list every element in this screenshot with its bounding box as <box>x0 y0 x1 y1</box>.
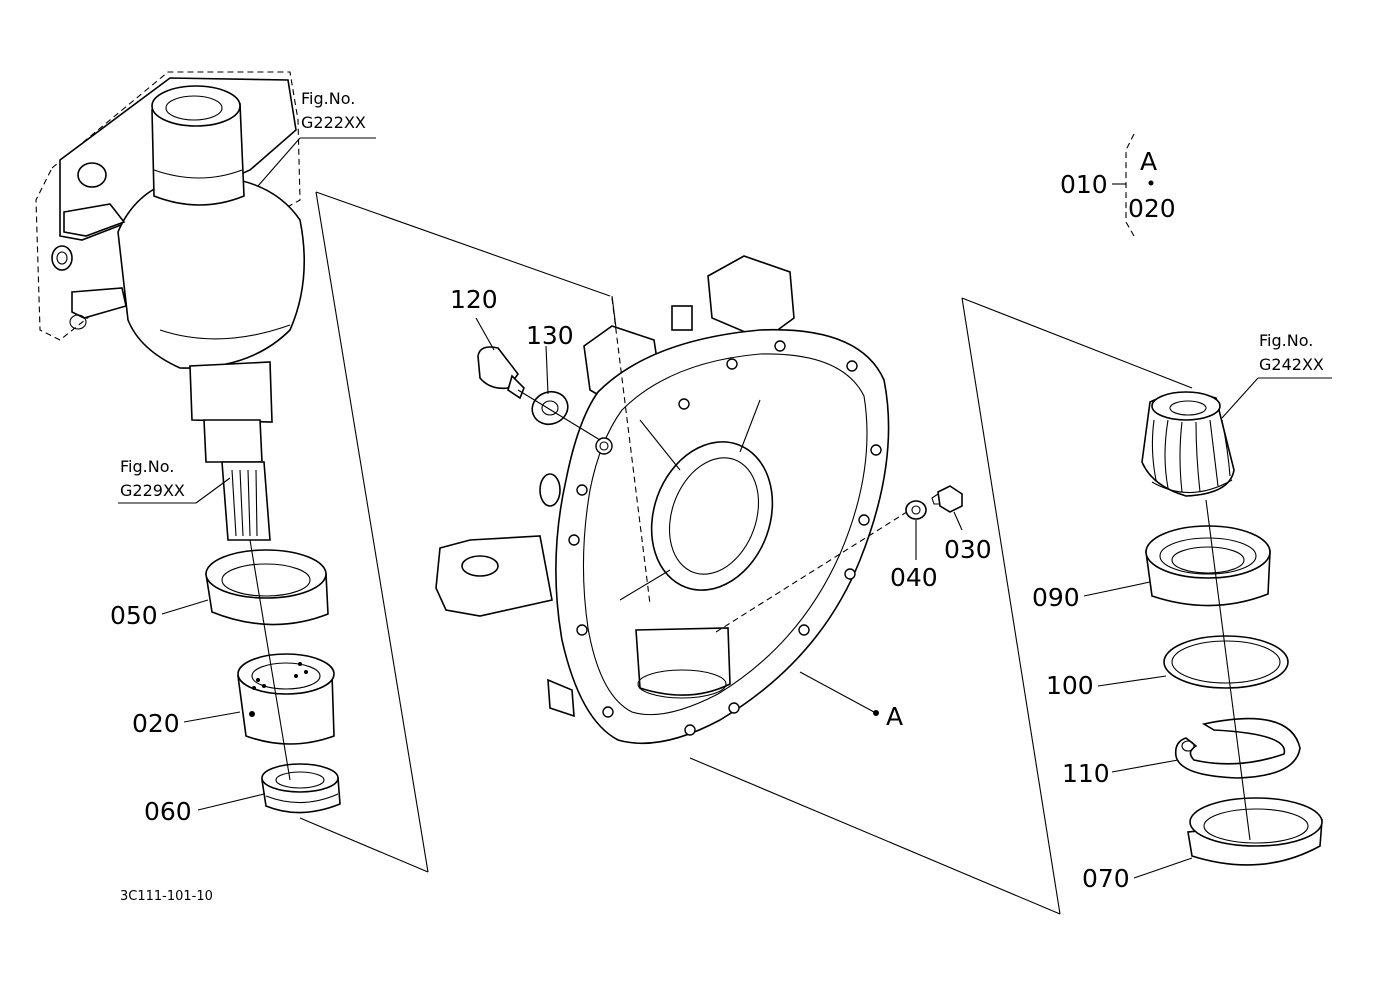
part-020-bushing <box>237 653 335 745</box>
callout-dot-A <box>873 710 879 716</box>
fig-ref-g242-label1: Fig.No. <box>1259 331 1313 350</box>
callout-050: 050 <box>110 601 158 630</box>
part-060-bearing <box>261 763 341 814</box>
part-120-plug <box>477 346 525 400</box>
part-070-seal <box>1187 797 1323 866</box>
legend-group-letter: A <box>1140 147 1157 176</box>
part-030-bolt <box>931 485 963 513</box>
center-assembly-bracket <box>611 295 1193 915</box>
leader-lines <box>118 137 1332 879</box>
bevel-gear <box>1141 391 1235 497</box>
part-100-ring <box>1163 635 1289 689</box>
part-050-seal <box>205 549 329 626</box>
part-040-washer <box>905 500 927 520</box>
legend-dot <box>1148 180 1154 186</box>
legend-member-number: 020 <box>1128 194 1176 223</box>
drawing-code: 3C111-101-10 <box>120 889 213 904</box>
callout-040: 040 <box>890 563 938 592</box>
callout-100: 100 <box>1046 671 1094 700</box>
fig-ref-g229-label1: Fig.No. <box>120 457 174 476</box>
part-090-bearing <box>1145 525 1271 607</box>
fig-ref-g242-label2: G242XX <box>1259 355 1324 374</box>
fig-ref-g229-label2: G229XX <box>120 481 185 500</box>
callout-090: 090 <box>1032 583 1080 612</box>
callout-110: 110 <box>1062 759 1110 788</box>
callout-130: 130 <box>526 321 574 350</box>
callout-A: A <box>886 702 903 731</box>
knuckle-housing <box>35 71 306 541</box>
part-110-circlip <box>1174 717 1301 779</box>
callout-070: 070 <box>1082 864 1130 893</box>
callout-120: 120 <box>450 285 498 314</box>
assembly-legend: 010 A 020 <box>1060 133 1176 237</box>
legend-assembly-number: 010 <box>1060 170 1108 199</box>
main-housing <box>435 255 911 745</box>
fig-ref-g222-label1: Fig.No. <box>301 89 355 108</box>
callout-060: 060 <box>144 797 192 826</box>
left-assembly-bracket <box>299 191 611 873</box>
callout-030: 030 <box>944 535 992 564</box>
part-130-washer <box>531 390 569 426</box>
fig-ref-g222-label2: G222XX <box>301 113 366 132</box>
callout-020: 020 <box>132 709 180 738</box>
